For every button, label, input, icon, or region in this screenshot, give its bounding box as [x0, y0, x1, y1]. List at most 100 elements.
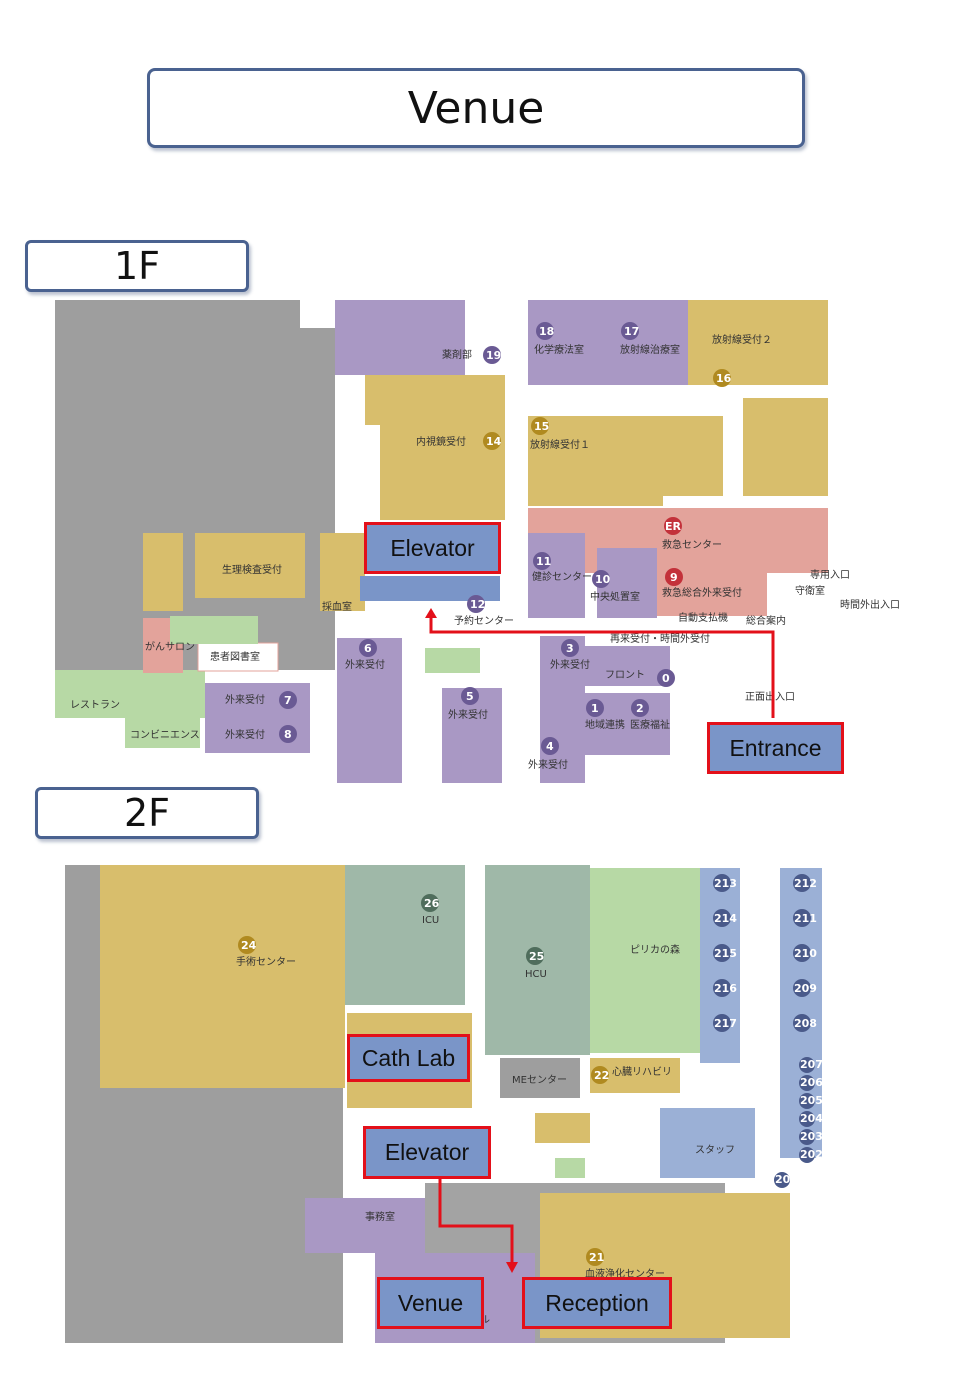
- svg-text:健診センター: 健診センター: [532, 570, 592, 583]
- svg-text:15: 15: [534, 420, 549, 433]
- svg-text:レストラン: レストラン: [70, 699, 120, 711]
- svg-text:22: 22: [594, 1069, 609, 1082]
- callout-elevator-1f-label: Elevator: [390, 534, 475, 561]
- callout-entrance-label: Entrance: [729, 734, 822, 761]
- room-markers-2f: 24 26 25 22 21: [238, 894, 609, 1266]
- svg-text:MEセンター: MEセンター: [512, 1074, 567, 1086]
- callout-cath-lab-label: Cath Lab: [361, 1044, 456, 1071]
- svg-text:213: 213: [714, 877, 737, 890]
- svg-text:ピリカの森: ピリカの森: [630, 943, 680, 956]
- callout-reception-label: Reception: [545, 1289, 649, 1316]
- callout-venue: Venue: [377, 1277, 484, 1329]
- svg-text:3: 3: [566, 642, 574, 655]
- svg-text:208: 208: [794, 1017, 817, 1030]
- svg-text:生理検査受付: 生理検査受付: [222, 563, 282, 576]
- floor-map-1f: 薬剤部 化学療法室 放射線治療室 放射線受付２ 放射線受付１ 内視鏡受付 生理検…: [55, 300, 900, 783]
- svg-text:216: 216: [714, 982, 737, 995]
- svg-text:心臓リハビリ: 心臓リハビリ: [612, 1066, 672, 1078]
- svg-text:ICU: ICU: [422, 915, 439, 926]
- page-title: Venue: [147, 68, 805, 148]
- svg-text:204: 204: [800, 1112, 823, 1125]
- svg-text:放射線受付２: 放射線受付２: [712, 333, 772, 346]
- svg-text:化学療法室: 化学療法室: [534, 343, 584, 356]
- svg-text:17: 17: [624, 325, 639, 338]
- svg-text:外来受付: 外来受付: [550, 658, 590, 671]
- floor-tab-1f: 1F: [25, 240, 249, 292]
- callout-entrance: Entrance: [707, 722, 844, 774]
- svg-text:202: 202: [800, 1148, 823, 1161]
- svg-text:1: 1: [591, 702, 599, 715]
- svg-text:210: 210: [794, 947, 817, 960]
- svg-text:201: 201: [775, 1173, 798, 1186]
- svg-text:205: 205: [800, 1094, 823, 1107]
- svg-text:外来受付: 外来受付: [225, 693, 265, 706]
- svg-text:19: 19: [486, 349, 501, 362]
- svg-text:採血室: 採血室: [322, 600, 352, 613]
- svg-text:214: 214: [714, 912, 737, 925]
- svg-text:予約センター: 予約センター: [454, 614, 514, 627]
- floor-label-2f: 2F: [123, 791, 171, 835]
- svg-text:患者図書室: 患者図書室: [210, 650, 260, 663]
- svg-text:救急センター: 救急センター: [662, 538, 722, 551]
- svg-text:フロント: フロント: [605, 670, 645, 681]
- svg-text:25: 25: [529, 950, 544, 963]
- svg-text:正面出入口: 正面出入口: [745, 690, 795, 703]
- svg-text:6: 6: [364, 642, 372, 655]
- callout-venue-label: Venue: [397, 1289, 464, 1316]
- svg-text:外来受付: 外来受付: [345, 658, 385, 671]
- svg-text:18: 18: [539, 325, 554, 338]
- svg-text:212: 212: [794, 877, 817, 890]
- svg-text:207: 207: [800, 1058, 823, 1071]
- svg-text:211: 211: [794, 912, 817, 925]
- callout-elevator-2f-label: Elevator: [384, 1139, 470, 1165]
- room-markers-1f: 19 18 17 16 15 14 ER 11 10 9 12 6 5 4 3 …: [279, 322, 732, 755]
- floor-tab-2f: 2F: [35, 787, 259, 839]
- svg-text:がんサロン: がんサロン: [145, 640, 195, 653]
- svg-text:再来受付・時間外受付: 再来受付・時間外受付: [610, 632, 710, 645]
- svg-text:11: 11: [536, 555, 551, 568]
- callout-elevator-1f: Elevator: [364, 522, 501, 574]
- svg-text:9: 9: [670, 571, 678, 584]
- svg-text:24: 24: [241, 939, 257, 952]
- svg-text:地域連携: 地域連携: [585, 718, 625, 731]
- callout-elevator-2f: Elevator: [363, 1126, 491, 1179]
- svg-text:ER: ER: [665, 520, 682, 533]
- svg-text:血液浄化センター: 血液浄化センター: [585, 1267, 665, 1280]
- ward-rooms-2f: 213 214 215 216 217 212 211 210 209 208 …: [713, 874, 823, 1188]
- svg-text:203: 203: [800, 1130, 823, 1143]
- svg-text:8: 8: [284, 728, 292, 741]
- svg-text:215: 215: [714, 947, 737, 960]
- svg-text:専用入口: 専用入口: [810, 569, 850, 581]
- svg-text:16: 16: [716, 372, 732, 385]
- svg-text:4: 4: [546, 740, 554, 753]
- svg-text:手術センター: 手術センター: [236, 955, 296, 968]
- svg-text:放射線治療室: 放射線治療室: [620, 343, 680, 356]
- svg-text:自動支払機: 自動支払機: [678, 611, 728, 624]
- svg-text:HCU: HCU: [525, 969, 547, 980]
- svg-text:0: 0: [662, 672, 670, 685]
- label-pharmacy: 薬剤部: [442, 348, 472, 361]
- svg-text:スタッフ: スタッフ: [695, 1144, 735, 1156]
- svg-text:事務室: 事務室: [365, 1210, 395, 1223]
- svg-text:時間外出入口: 時間外出入口: [840, 598, 900, 611]
- route-1f: [429, 614, 775, 718]
- svg-text:14: 14: [486, 435, 502, 448]
- svg-text:217: 217: [714, 1017, 737, 1030]
- svg-text:209: 209: [794, 982, 817, 995]
- svg-text:総合案内: 総合案内: [746, 614, 786, 627]
- callout-cath-lab: Cath Lab: [347, 1034, 470, 1082]
- svg-text:12: 12: [470, 598, 485, 611]
- svg-text:守衛室: 守衛室: [795, 584, 825, 597]
- svg-text:救急総合外来受付: 救急総合外来受付: [662, 586, 742, 599]
- callout-reception: Reception: [522, 1277, 672, 1329]
- svg-text:中央処置室: 中央処置室: [590, 590, 640, 603]
- svg-text:21: 21: [589, 1251, 604, 1264]
- svg-text:7: 7: [284, 694, 292, 707]
- page-title-text: Venue: [407, 82, 545, 134]
- floor-label-1f: 1F: [113, 244, 161, 288]
- svg-text:2: 2: [636, 702, 644, 715]
- svg-text:医療福祉: 医療福祉: [630, 718, 670, 731]
- svg-text:206: 206: [800, 1076, 823, 1089]
- floor-map-2f: 手術センター ICU HCU MEセンター 心臓リハビリ 血液浄化センター スタ…: [65, 865, 823, 1343]
- svg-text:外来受付: 外来受付: [225, 728, 265, 741]
